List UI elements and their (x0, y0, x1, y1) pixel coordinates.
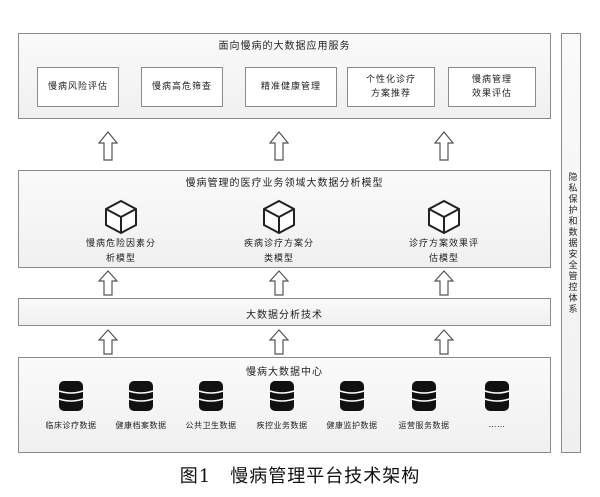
tech-layer-title: 大数据分析技术 (246, 310, 323, 321)
database-icon (484, 381, 510, 411)
data-source-disease-control: 疾控业务数据 (244, 380, 320, 431)
model-treatment-classification-label: 疾病诊疗方案分 类模型 (243, 239, 314, 264)
database-icon (198, 381, 224, 411)
data-source-more: …… (459, 380, 535, 429)
model-risk-factor: 慢病危险因素分 析模型 (66, 199, 176, 267)
data-source-public-health: 公共卫生数据 (173, 380, 249, 431)
analysis-tech-layer: 大数据分析技术 (18, 298, 551, 326)
cube-icon (428, 199, 460, 235)
data-source-health-record: 健康档案数据 (103, 380, 179, 431)
up-arrow-icon (98, 131, 118, 161)
data-source-clinical: 临床诊疗数据 (33, 380, 109, 431)
up-arrow-icon (269, 270, 289, 296)
privacy-label: 隐私保护和数据安全管控体系 (566, 171, 577, 315)
up-arrow-icon (434, 131, 454, 161)
up-arrow-icon (269, 329, 289, 355)
data-center-title: 慢病大数据中心 (246, 367, 323, 378)
up-arrow-icon (269, 131, 289, 161)
cube-icon (105, 199, 137, 235)
database-icon (269, 381, 295, 411)
database-icon (58, 381, 84, 411)
up-arrow-icon (434, 270, 454, 296)
data-source-label: 临床诊疗数据 (45, 421, 97, 430)
database-icon (411, 381, 437, 411)
data-source-health-monitor: 健康监护数据 (314, 380, 390, 431)
model-effect-evaluation: 诊疗方案效果评 估模型 (389, 199, 499, 267)
service-personalized-plan: 个性化诊疗 方案推荐 (347, 67, 435, 107)
figure-caption: 图1 慢病管理平台技术架构 (179, 466, 421, 487)
model-layer-title: 慢病管理的医疗业务领域大数据分析模型 (185, 178, 384, 189)
data-source-operation-service: 运营服务数据 (386, 380, 462, 431)
data-source-label: 公共卫生数据 (185, 421, 237, 430)
up-arrow-icon (434, 329, 454, 355)
cube-icon (263, 199, 295, 235)
service-risk-assessment: 慢病风险评估 (37, 67, 119, 107)
data-source-label: 疾控业务数据 (256, 421, 308, 430)
model-risk-factor-label: 慢病危险因素分 析模型 (85, 239, 156, 264)
data-source-label: 健康档案数据 (115, 421, 167, 430)
privacy-security-system: 隐私保护和数据安全管控体系 (561, 33, 581, 453)
service-precision-health: 精准健康管理 (245, 67, 337, 107)
service-high-risk-screening: 慢病高危筛查 (141, 67, 223, 107)
database-icon (339, 381, 365, 411)
model-effect-evaluation-label: 诊疗方案效果评 估模型 (408, 239, 479, 264)
app-layer-title: 面向慢病的大数据应用服务 (218, 41, 351, 52)
up-arrow-icon (98, 329, 118, 355)
data-center-layer: 慢病大数据中心 临床诊疗数据 健康档案数据 公共卫生数据 疾控业务数据 健康监护数据 运营… (18, 357, 551, 453)
up-arrow-icon (98, 270, 118, 296)
analysis-model-layer: 慢病管理的医疗业务领域大数据分析模型 慢病危险因素分 析模型 疾病诊疗方案分 类… (18, 170, 551, 268)
data-source-label: 健康监护数据 (326, 421, 378, 430)
service-effect-evaluation: 慢病管理 效果评估 (448, 67, 536, 107)
model-treatment-classification: 疾病诊疗方案分 类模型 (224, 199, 334, 267)
database-icon (128, 381, 154, 411)
app-service-layer: 面向慢病的大数据应用服务 慢病风险评估 慢病高危筛查 精准健康管理 个性化诊疗 … (18, 33, 551, 119)
data-source-label: …… (488, 420, 506, 429)
data-source-label: 运营服务数据 (398, 421, 450, 430)
